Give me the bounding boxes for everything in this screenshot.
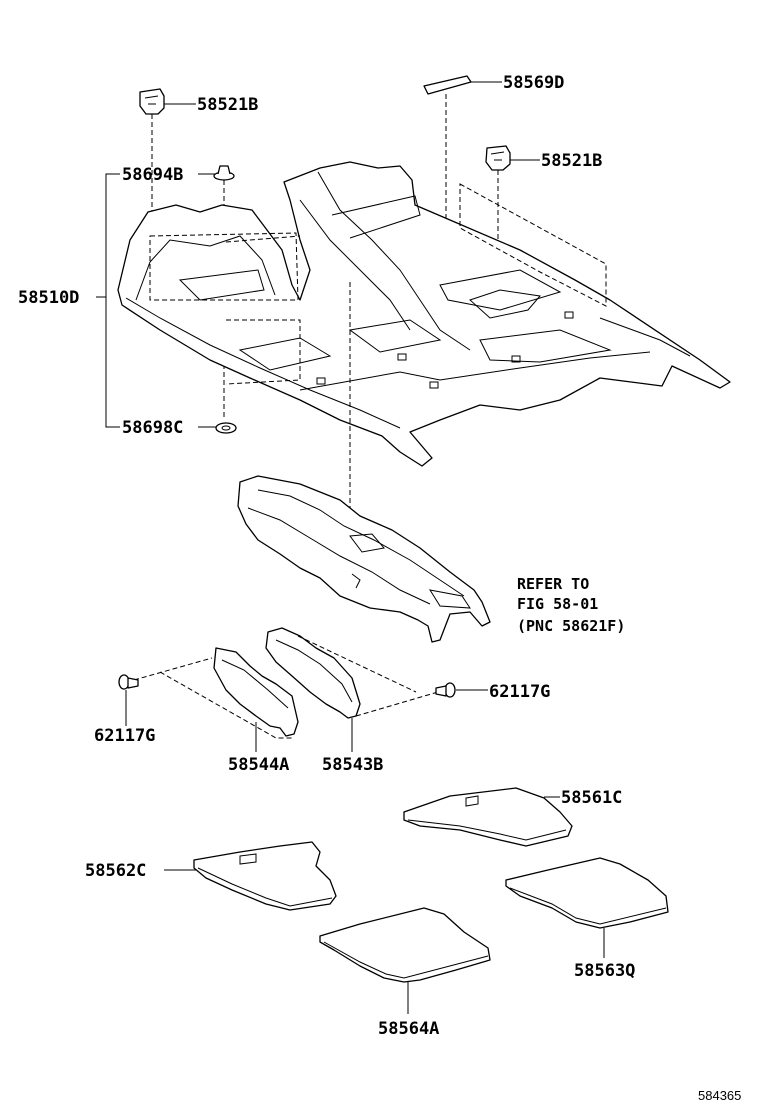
label-58563Q: 58563Q [574,961,635,981]
refer-note-line2: FIG 58-01 [517,595,598,613]
label-62117G-right: 62117G [489,682,550,702]
mat-58561C [403,787,573,847]
label-58569D: 58569D [503,73,564,93]
label-58544A: 58544A [228,755,289,775]
plate-58544A [213,647,299,737]
mat-58564A [319,907,491,983]
floor-carpet-58510D [117,161,731,467]
refer-note-line1: REFER TO [517,575,589,593]
label-58510D: 58510D [18,288,79,308]
label-58521B-right: 58521B [541,151,602,171]
clip-58521B-right [485,145,511,250]
label-58543B: 58543B [322,755,383,775]
screw-62117G-left [118,674,139,690]
label-58561C: 58561C [561,788,622,808]
mat-58563Q [505,857,669,929]
label-58698C: 58698C [122,418,183,438]
screw-62117G-right [435,682,456,698]
plate-58543B [265,627,361,719]
label-62117G-left: 62117G [94,726,155,746]
label-58694B: 58694B [122,165,183,185]
label-58521B-top: 58521B [197,95,258,115]
mat-58562C [193,841,337,911]
floor-silencer-58621F [237,475,491,643]
refer-note-line3: (PNC 58621F) [517,617,625,635]
label-58562C: 58562C [85,861,146,881]
diagram-code: 584365 [698,1088,741,1103]
fastener-58698C [215,422,237,434]
label-58564A: 58564A [378,1019,439,1039]
